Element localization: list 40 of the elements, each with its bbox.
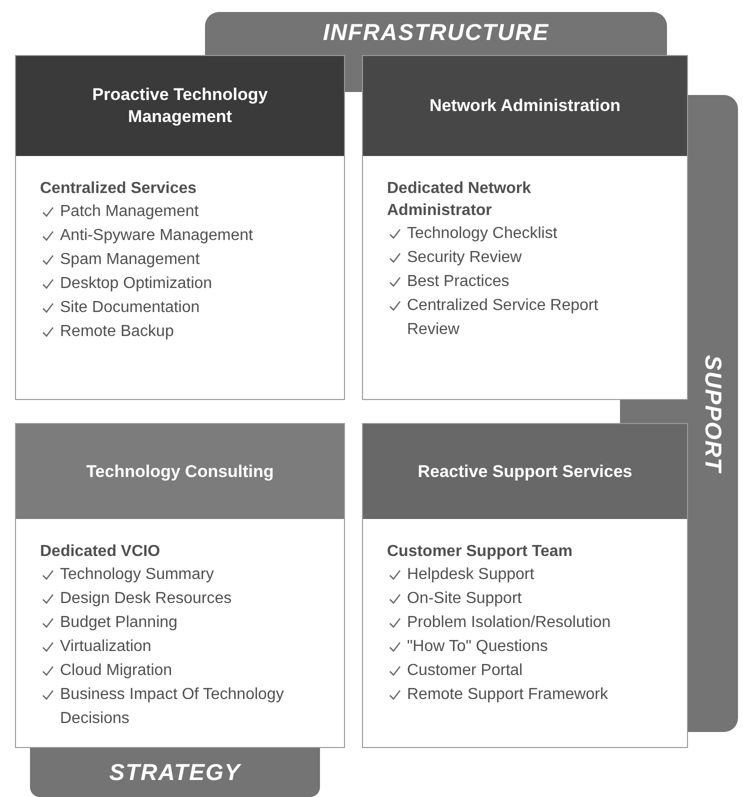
list-item: Desktop Optimization (60, 274, 212, 294)
list-item: Technology Summary (60, 565, 214, 585)
list-item: Remote Support Framework (407, 685, 608, 705)
card-title: Proactive Technology Management (91, 84, 269, 128)
card-subheading: Dedicated Network Administrator (387, 179, 532, 221)
list-item: Design Desk Resources (60, 589, 232, 609)
list-item: Spam Management (60, 250, 200, 270)
service-card (362, 423, 688, 748)
list-item: Business Impact Of Technology Decisions (60, 685, 285, 729)
list-item: Virtualization (60, 637, 152, 657)
list-item: Cloud Migration (60, 661, 172, 681)
service-card (15, 423, 345, 748)
list-item: Centralized Service Report Review (407, 296, 600, 340)
card-title: Technology Consulting (86, 460, 274, 482)
band (688, 95, 738, 732)
card-title: Reactive Support Services (418, 460, 632, 482)
list-item: Anti-Spyware Management (60, 226, 253, 246)
list-item: Patch Management (60, 202, 199, 222)
band-label: INFRASTRUCTURE (322, 18, 550, 46)
list-item: Security Review (407, 248, 522, 268)
list-item: Budget Planning (60, 613, 178, 633)
card-title: Network Administration (429, 95, 621, 117)
band (205, 12, 667, 55)
card-subheading: Customer Support Team (387, 542, 574, 562)
band (30, 748, 320, 797)
list-item: Customer Portal (407, 661, 523, 681)
band-label: SUPPORT (700, 354, 726, 472)
list-item: Technology Checklist (407, 224, 558, 244)
card-subheading: Dedicated VCIO (40, 542, 162, 562)
service-card (15, 55, 345, 400)
list-item: Remote Backup (60, 322, 174, 342)
list-item: Site Documentation (60, 298, 200, 318)
list-item: Problem Isolation/Resolution (407, 613, 611, 633)
service-card (362, 55, 688, 400)
list-item: On-Site Support (407, 589, 522, 609)
list-item: Helpdesk Support (407, 565, 534, 585)
list-item: Best Practices (407, 272, 510, 292)
list-item: "How To" Questions (407, 637, 548, 657)
card-subheading: Centralized Services (40, 179, 198, 199)
band-label: STRATEGY (109, 758, 241, 786)
